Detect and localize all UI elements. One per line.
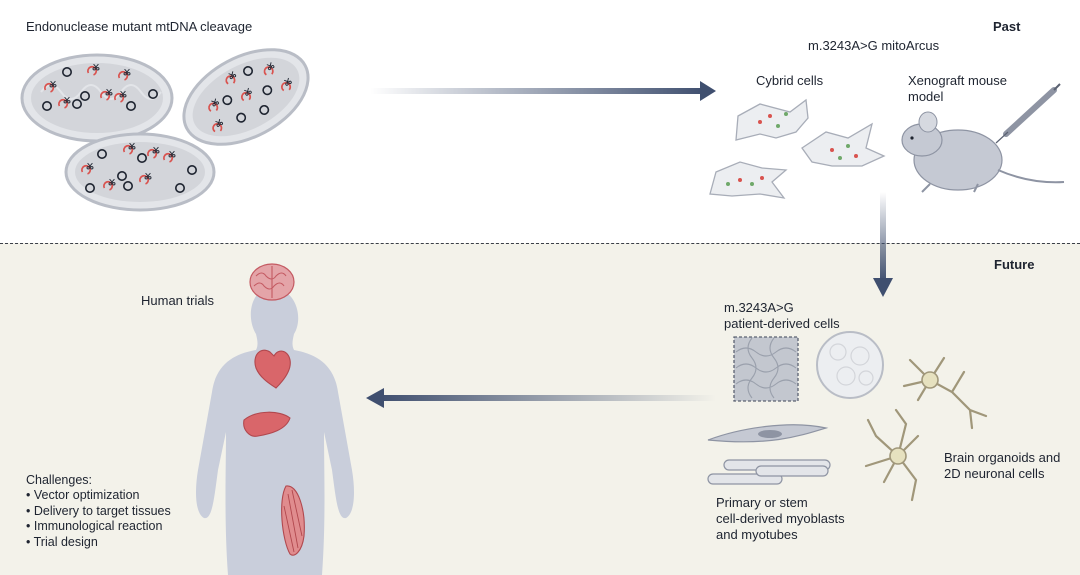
brain-organoids-label-line2: 2D neuronal cells xyxy=(944,466,1045,481)
mitochondrion-icon xyxy=(182,48,310,146)
arrow-left xyxy=(366,388,716,408)
muscle-icon xyxy=(281,485,305,556)
brain-icon xyxy=(249,263,295,301)
cybrid-cell-icon xyxy=(801,122,886,167)
patient-cells-label-line2: patient-derived cells xyxy=(724,316,840,331)
xenograft-label-line1: Xenograft mouse xyxy=(908,73,1008,88)
challenge-item: Delivery to target tissues xyxy=(26,504,171,520)
past-section-label: Past xyxy=(993,19,1021,34)
organoid-icon xyxy=(816,331,884,399)
future-section-label: Future xyxy=(994,257,1035,272)
mitochondrion-icon xyxy=(20,53,174,143)
arrow-down xyxy=(873,192,893,297)
neuron-icon xyxy=(902,356,988,430)
cybrid-cells-label: Cybrid cells xyxy=(756,73,824,88)
past-future-divider xyxy=(0,243,1080,244)
challenge-item: Vector optimization xyxy=(26,488,171,504)
mitochondrion-icon xyxy=(64,132,216,212)
xenograft-label-line2: model xyxy=(908,89,944,104)
patient-cells-label-line1: m.3243A>G xyxy=(724,300,794,315)
cybrid-cell-icon xyxy=(709,161,788,199)
challenges-list: Vector optimization Delivery to target t… xyxy=(26,488,171,550)
myoblast-label-line1: Primary or stem xyxy=(716,495,808,510)
mouse-icon xyxy=(901,111,1065,193)
cybrid-cell-icon xyxy=(735,98,809,141)
myoblast-icon xyxy=(707,424,829,443)
myotube-icon xyxy=(707,459,831,485)
cleavage-title: Endonuclease mutant mtDNA cleavage xyxy=(26,19,253,34)
future-section-background xyxy=(0,243,1080,575)
patient-cells-icon xyxy=(733,336,799,402)
myoblast-label-line2: cell-derived myoblasts xyxy=(716,511,845,526)
mitoarcus-label: m.3243A>G mitoArcus xyxy=(808,38,940,53)
brain-organoids-label-line1: Brain organoids and xyxy=(944,450,1061,465)
challenge-item: Immunological reaction xyxy=(26,519,171,535)
challenges-title: Challenges: xyxy=(26,473,93,487)
human-trials-label: Human trials xyxy=(141,293,214,308)
liver-icon xyxy=(243,411,291,437)
challenge-item: Trial design xyxy=(26,535,171,551)
neuron-icon xyxy=(864,408,920,502)
myoblast-label-line3: and myotubes xyxy=(716,527,798,542)
arrow-right xyxy=(370,81,716,101)
syringe-icon xyxy=(995,83,1061,144)
heart-icon xyxy=(254,349,291,389)
